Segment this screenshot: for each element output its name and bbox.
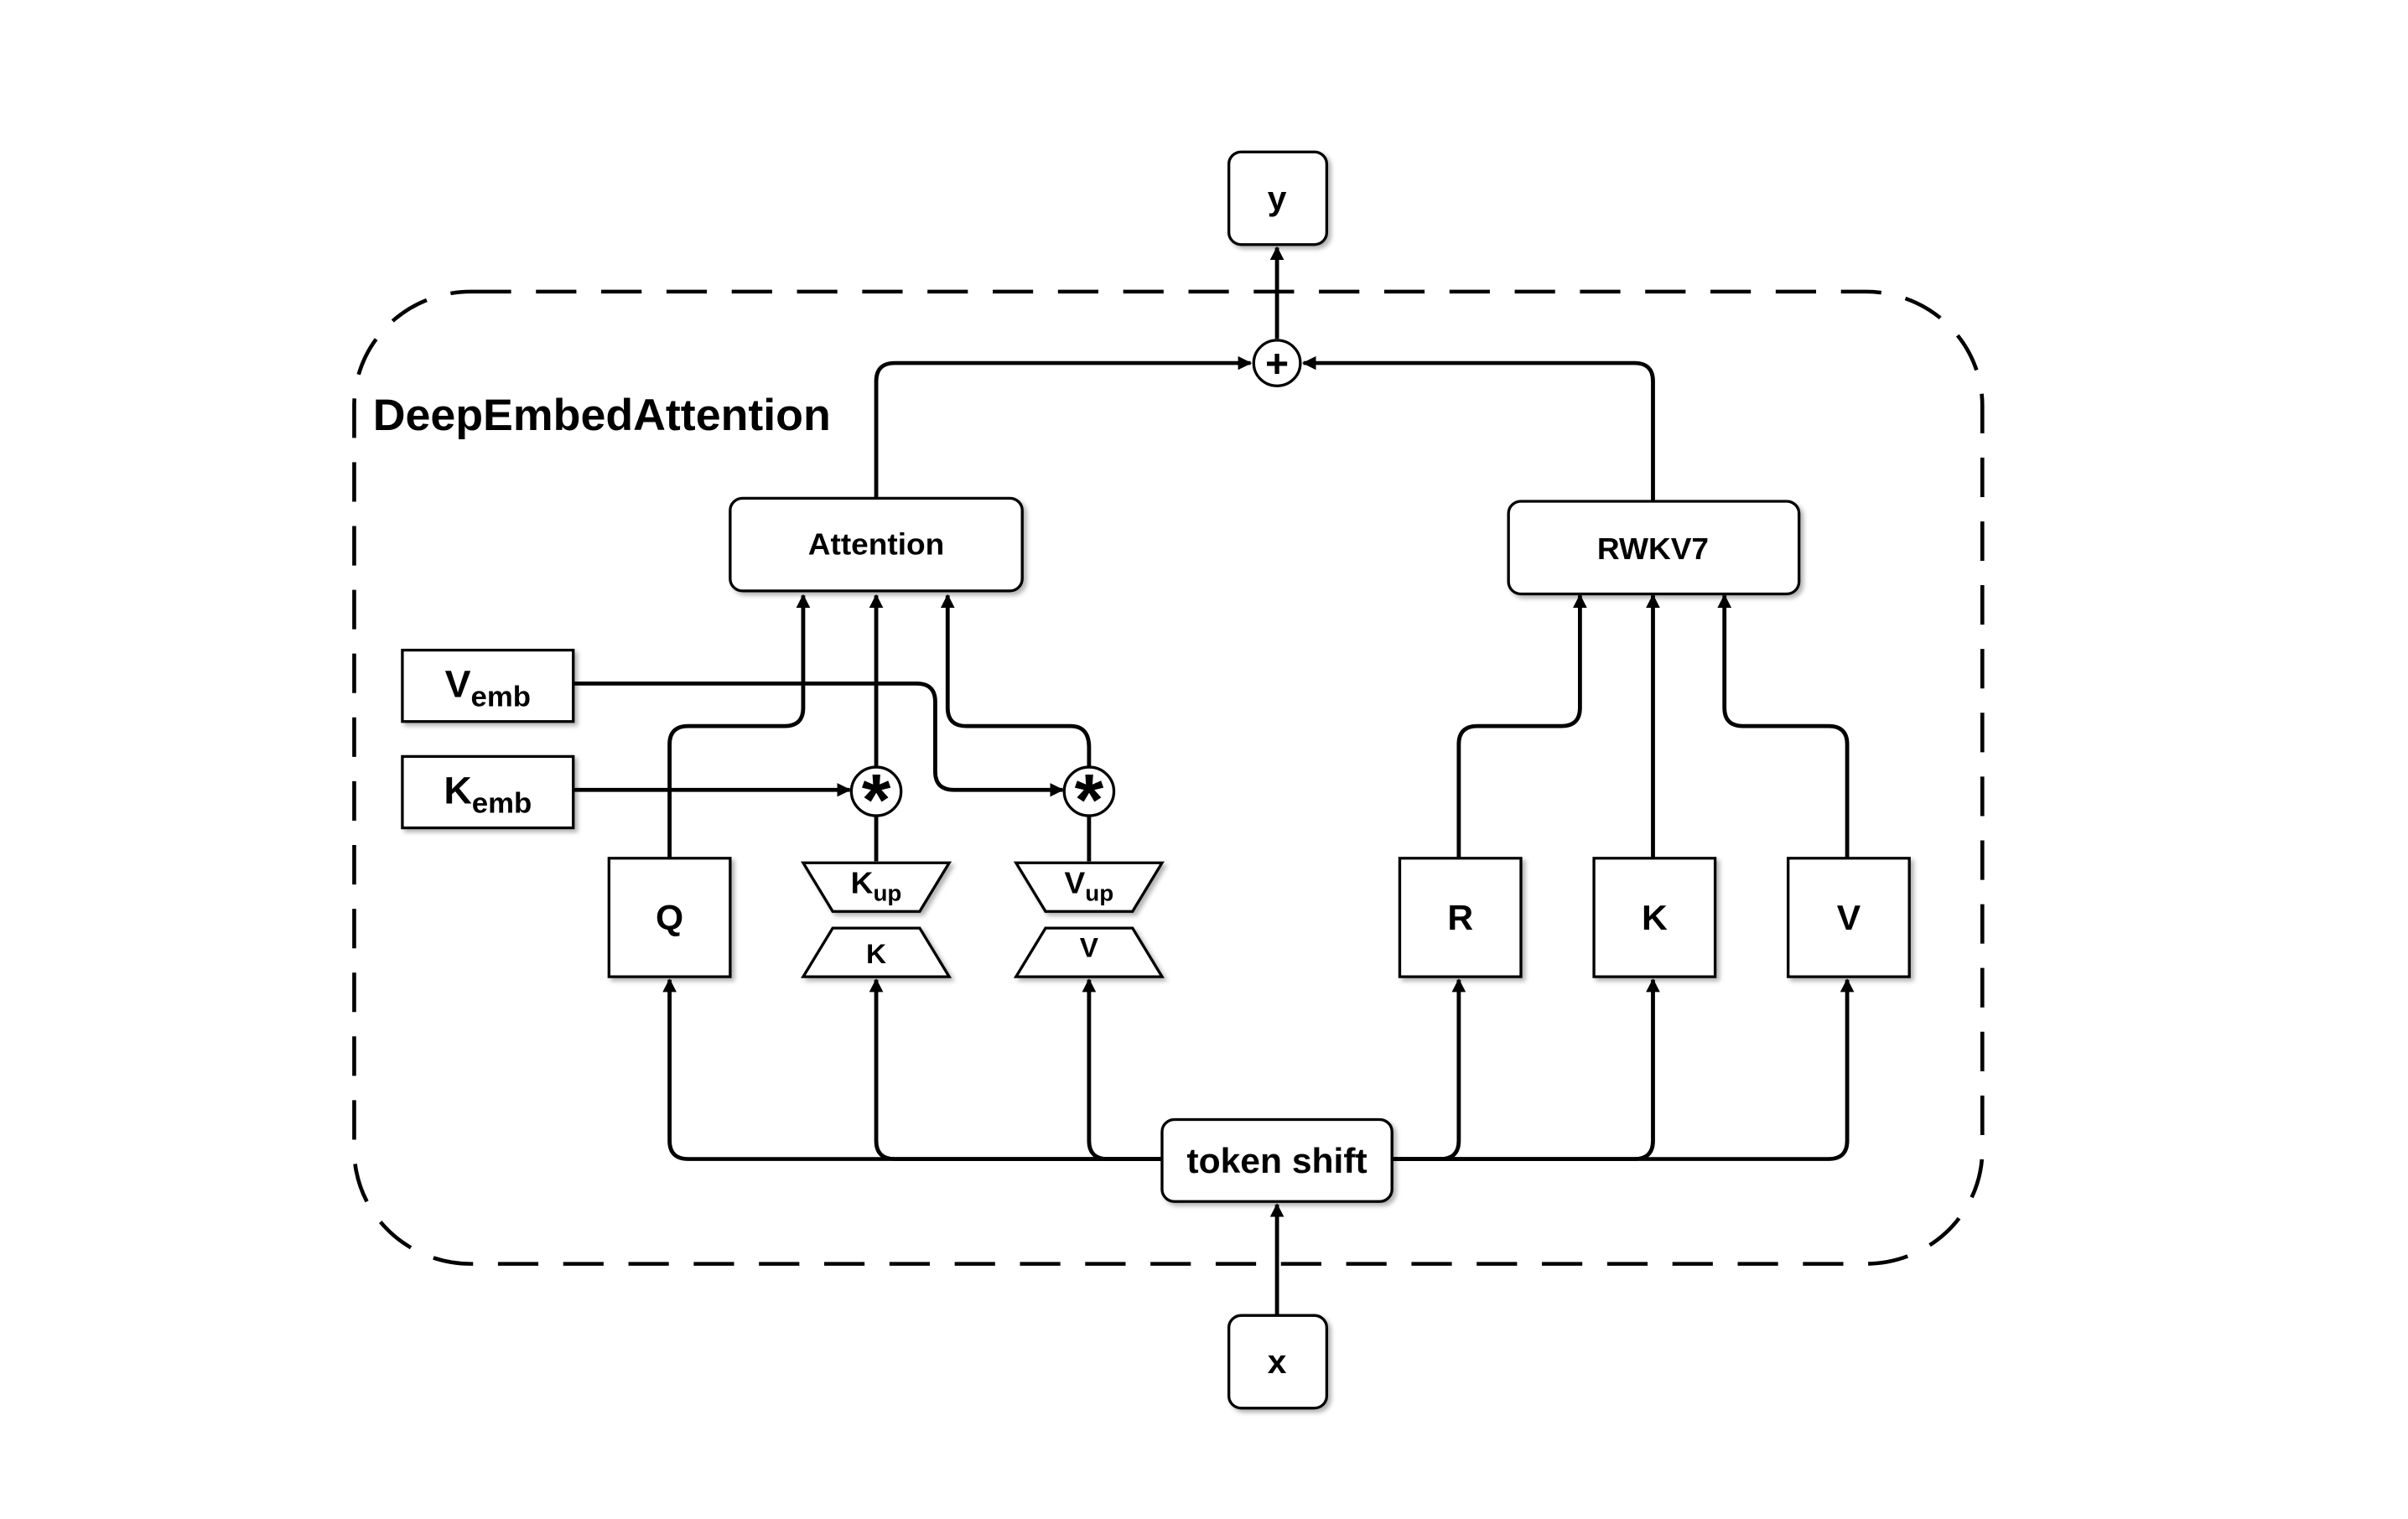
k-emb-node [401,754,575,830]
k-right-label: K [1642,898,1668,936]
attention-node [729,496,1024,593]
attention-label: Attention [808,527,945,562]
edge-attention-to-sum [874,355,1253,499]
mul-k-operator [849,765,903,817]
edge-token-shift-to-k-down [869,978,1162,1161]
y-node [1227,150,1329,246]
v-emb-node [401,648,575,723]
edge-vemb-to-mul [573,682,1065,797]
token-shift-label: token shift [1186,1141,1367,1179]
k-emb-label: Kemb [444,770,532,819]
k-up-label: Kup [851,866,902,906]
container-title: DeepEmbedAttention [373,391,831,439]
mul-k-glyph: * [862,759,891,841]
mul-v-glyph: * [1075,759,1104,841]
v-up-trapezoid [1013,861,1165,913]
v-down-trapezoid [1013,926,1165,978]
k-down-label: K [866,938,886,969]
edge-rwkv7-to-sum [1301,355,1655,501]
v-node [1787,857,1911,978]
edge-token-shift-to-v-down [1082,978,1162,1161]
v-emb-label: Vemb [445,663,531,713]
v-down-label: V [1080,932,1098,963]
edge-token-shift-to-q [662,978,1162,1161]
k-down-trapezoid [801,926,952,978]
token-shift-node [1160,1117,1393,1203]
r-label: R [1447,898,1473,936]
v-up-label: Vup [1065,866,1114,906]
r-node [1398,857,1523,978]
rwkv7-node [1507,500,1801,596]
edge-token-shift-to-k-right [1392,978,1660,1161]
v-right-label: V [1837,898,1860,936]
edge-mul-v-to-attention [940,594,1092,769]
edge-token-shift-to-v-right [1392,978,1855,1161]
q-label: Q [656,898,683,936]
y-label: y [1268,179,1287,216]
q-node [607,857,732,978]
k-up-trapezoid [801,861,952,913]
rwkv7-label: RWKV7 [1597,531,1709,566]
edge-r-to-rwkv7 [1456,594,1587,858]
x-label: x [1268,1343,1287,1380]
edge-v-to-rwkv7 [1717,594,1850,858]
edge-q-to-attention [667,594,811,858]
k-node [1592,857,1717,978]
edge-token-shift-to-r [1392,978,1466,1161]
mul-v-operator [1062,765,1116,817]
sum-glyph: + [1265,342,1289,386]
x-node [1227,1314,1329,1410]
dashed-container [352,289,1985,1266]
sum-operator [1252,339,1302,387]
